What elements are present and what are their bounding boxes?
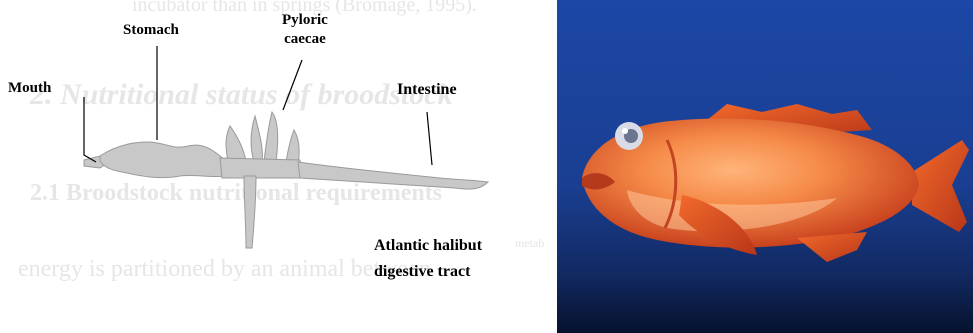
- mouth-leader-line: [84, 97, 96, 162]
- tract-caecum-4: [286, 130, 299, 164]
- diagram-caption: Atlantic halibut digestive tract: [374, 233, 482, 285]
- tract-descending-loop: [244, 176, 256, 248]
- tract-caecum-3: [264, 112, 278, 162]
- fish-photo: [557, 0, 973, 333]
- fish-illustration: [557, 0, 973, 333]
- tract-pyloric-region: [220, 158, 302, 178]
- tract-intestine: [298, 162, 488, 189]
- tract-caecum-2: [251, 116, 262, 162]
- digestive-tract-shape: [84, 112, 488, 248]
- caption-line1: Atlantic halibut: [374, 233, 482, 259]
- tract-caecum-1: [226, 126, 246, 162]
- mouth-label: Mouth: [8, 80, 51, 97]
- eye-highlight: [622, 128, 628, 134]
- caption-line2: digestive tract: [374, 259, 482, 285]
- pyloric-caecae-label: Pyloric caecae: [282, 11, 328, 49]
- intestine-label: Intestine: [397, 81, 457, 99]
- tail-fin: [912, 140, 969, 232]
- stomach-label: Stomach: [123, 22, 179, 39]
- tract-stomach: [100, 142, 225, 178]
- pyloric-label-line1: Pyloric: [282, 11, 328, 30]
- pyloric-label-line2: caecae: [282, 30, 328, 49]
- pyloric-leader-line: [283, 60, 302, 110]
- intestine-leader-line: [427, 112, 432, 165]
